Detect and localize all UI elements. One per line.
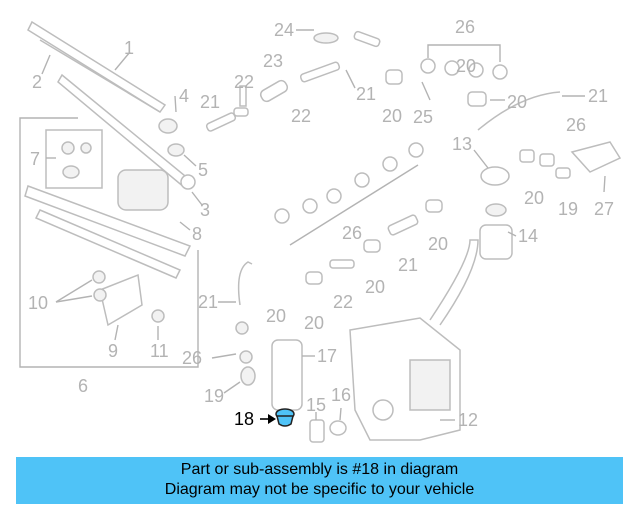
callout-20-f: 20 [507,92,527,112]
callout-2: 2 [32,72,42,92]
info-banner: Part or sub-assembly is #18 in diagram D… [16,457,623,504]
callout-13: 13 [452,134,472,154]
parts-diagram: 1 2 3 4 5 6 7 8 9 10 11 12 13 14 15 16 1… [19,17,622,443]
hose-left [211,261,256,394]
clip-row-upper [420,44,508,80]
callout-17: 17 [317,346,337,366]
nut-4 [158,95,178,134]
callout-26-c: 26 [342,223,362,243]
hose-upper [259,29,585,131]
callout-27: 27 [594,199,614,219]
callout-20-a: 20 [266,306,286,326]
callout-4: 4 [179,86,189,106]
part-18-highlight [260,408,295,427]
callout-20-d: 20 [428,234,448,254]
callout-8: 8 [192,224,202,244]
linkage-group [19,117,199,368]
callout-15: 15 [306,395,326,415]
callout-7: 7 [30,149,40,169]
callout-25: 25 [413,107,433,127]
callout-5: 5 [198,160,208,180]
clip-row-mid [274,142,424,246]
callout-21-d: 21 [356,84,376,104]
bracket-13 [473,149,510,186]
callout-22-b: 22 [291,106,311,126]
callout-20-h: 20 [456,56,476,76]
callout-3: 3 [200,200,210,220]
callout-9: 9 [108,341,118,361]
callout-21-b: 21 [398,255,418,275]
callout-26-a: 26 [455,17,475,37]
callout-14: 14 [518,226,538,246]
cap-5 [167,143,197,167]
callout-24: 24 [274,20,294,40]
reservoir-12 [349,239,479,441]
callout-23: 23 [263,51,283,71]
callout-18: 18 [234,409,254,429]
callout-21-e: 21 [588,86,608,106]
pump-15 [309,412,325,443]
wiper-arm [57,73,203,206]
callout-20-b: 20 [304,313,324,333]
callout-19-left: 19 [204,386,224,406]
callout-26-b: 26 [566,115,586,135]
callout-11: 11 [150,341,169,361]
banner-line-2: Diagram may not be specific to your vehi… [164,481,475,498]
filler-neck-14 [479,203,517,260]
misc-parts [205,61,571,285]
nozzle-27 [570,141,622,193]
callout-6: 6 [78,376,88,396]
banner-line-1: Part or sub-assembly is #18 in diagram [180,461,459,478]
callout-12: 12 [458,410,478,430]
callout-22-a: 22 [234,72,254,92]
callout-20-e: 20 [382,106,402,126]
callout-10: 10 [28,293,48,313]
callout-16: 16 [331,385,351,405]
callout-20-g: 20 [524,188,544,208]
wiper-blade [27,20,167,114]
callout-19-right: 19 [558,199,578,219]
callout-1: 1 [124,38,134,58]
seal-16 [329,407,347,436]
callout-20-c: 20 [365,277,385,297]
callout-21-c: 21 [200,92,220,112]
callout-26-d: 26 [182,348,202,368]
callout-22-c: 22 [333,292,353,312]
callout-21-a: 21 [198,292,218,312]
